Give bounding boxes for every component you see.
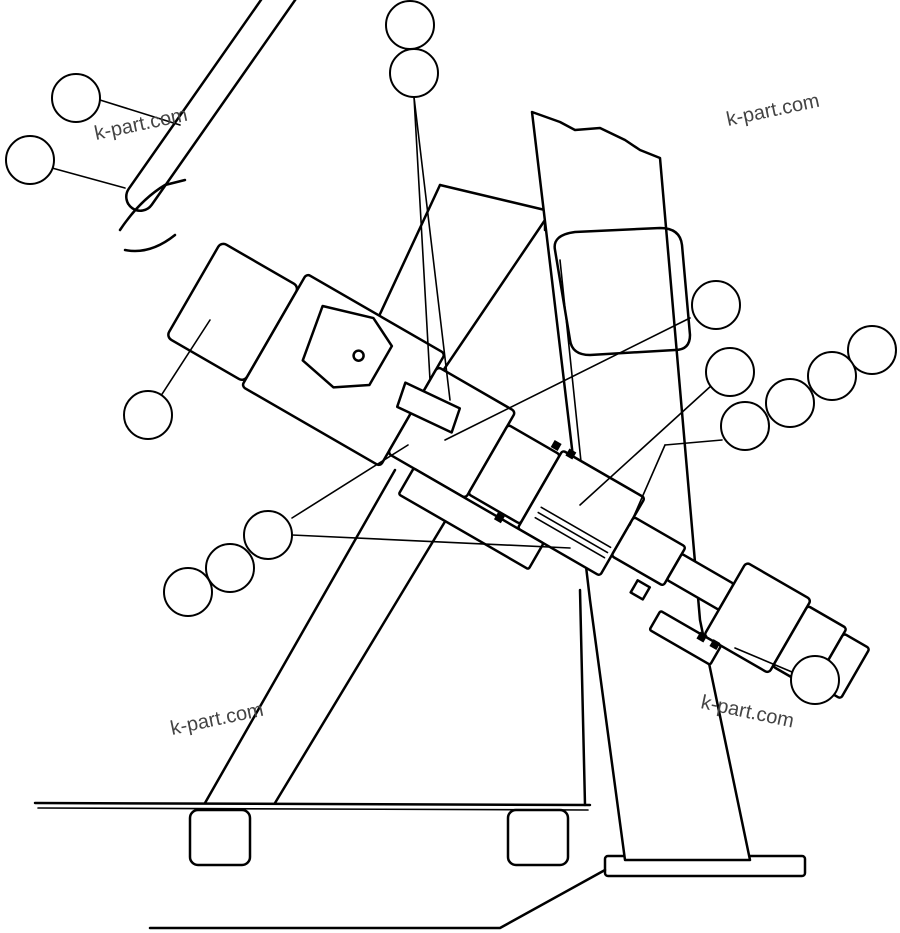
steering-column [167,242,870,699]
watermark-top-right: k-part.com [724,90,821,131]
callout-balloons [5,0,897,705]
watermark-bottom-left: k-part.com [168,699,265,740]
steering-wheel [118,0,324,253]
callout-left-c [163,567,213,617]
callout-left-b [205,543,255,593]
callout-right-a [691,280,741,330]
callout-wheel-1 [51,73,101,123]
callout-right-d [807,351,857,401]
callout-right-c [847,325,897,375]
callout-bottom-right [790,655,840,705]
pedal-foot [148,854,807,930]
floor-plate [33,801,592,867]
leader-lines [51,96,793,673]
callout-column-lower [123,390,173,440]
callout-right-b [705,347,755,397]
callout-wheel-2 [5,135,55,185]
callout-right-e [765,378,815,428]
callout-top-2 [389,48,439,98]
callout-right-f [720,401,770,451]
callout-left-a [243,510,293,560]
callout-top-1 [385,0,435,50]
support-frame [203,183,587,807]
